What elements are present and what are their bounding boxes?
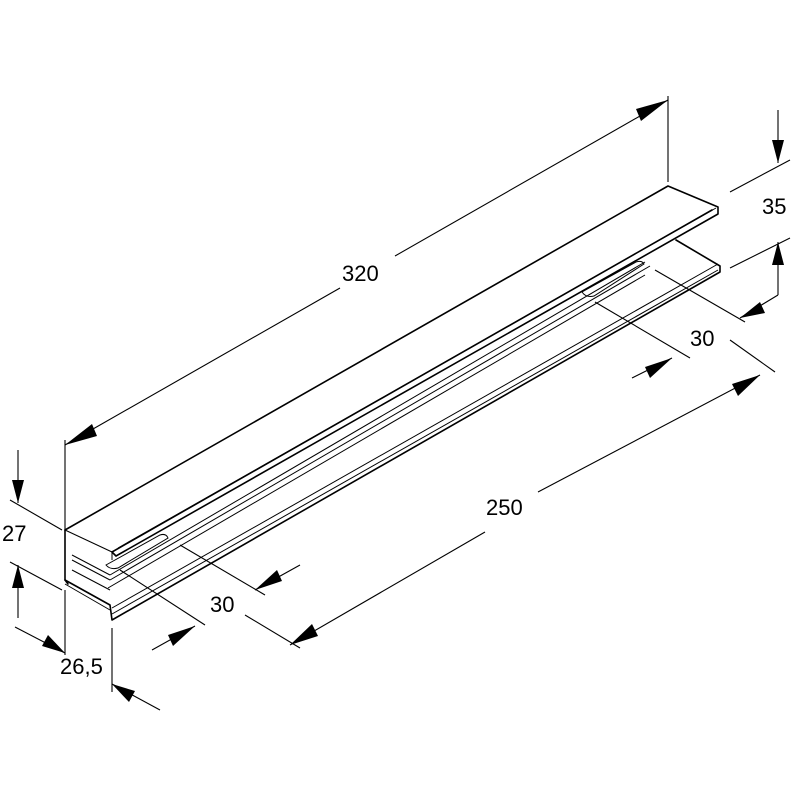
label-depth: 26,5 bbox=[60, 654, 103, 679]
profile-rail bbox=[64, 185, 721, 621]
label-slot-offset-front: 30 bbox=[210, 592, 235, 617]
dimension-30-front bbox=[119, 544, 301, 651]
dimension-35 bbox=[729, 110, 791, 319]
label-slot-offset-back: 30 bbox=[690, 326, 715, 351]
label-slot-length: 250 bbox=[486, 495, 523, 520]
dimension-250 bbox=[244, 339, 776, 649]
dimension-30-back bbox=[594, 269, 746, 379]
dimension-26-5 bbox=[14, 590, 161, 711]
label-height-front: 27 bbox=[2, 521, 27, 546]
label-overall-length: 320 bbox=[342, 261, 379, 286]
label-height-total: 35 bbox=[762, 194, 787, 219]
dimension-27 bbox=[9, 450, 63, 618]
dimension-320 bbox=[64, 96, 669, 530]
